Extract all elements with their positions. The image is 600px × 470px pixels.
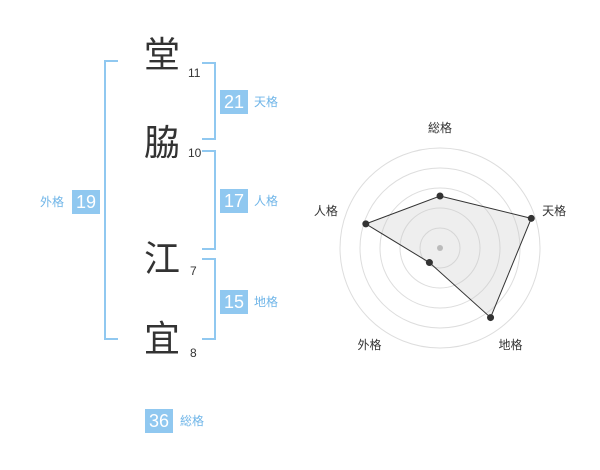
- name-char-3: 江: [143, 239, 180, 280]
- radar-grid: [339, 147, 541, 349]
- radar-axis-label: 総格: [428, 120, 452, 135]
- jinkaku-bracket: [202, 150, 216, 250]
- stroke-count-1: 11: [188, 66, 201, 80]
- name-char-1: 堂: [143, 35, 180, 76]
- stroke-count-4: 8: [190, 346, 197, 360]
- radar-axis-label: 外格: [357, 337, 381, 352]
- radar-axis-label: 地格: [499, 337, 523, 352]
- gaikaku-bracket: [104, 60, 118, 340]
- jinkaku-label: 人格: [254, 194, 279, 208]
- radar-area: [364, 195, 532, 319]
- jinkaku-value: 17: [220, 189, 249, 213]
- chikaku-value: 15: [220, 290, 249, 314]
- chikaku-label: 地格: [254, 295, 279, 309]
- tenkaku-bracket: [202, 62, 216, 140]
- soukaku-label: 総格: [180, 414, 205, 428]
- soukaku-value: 36: [145, 409, 174, 433]
- radar-ring: [379, 187, 501, 309]
- name-char-4: 宜: [143, 319, 180, 360]
- radar-ring: [359, 167, 521, 329]
- radar-ring: [419, 227, 461, 269]
- radar-ring: [399, 207, 481, 289]
- radar-ring: [339, 147, 541, 349]
- radar-center-dot: [437, 245, 443, 251]
- name-char-2: 脇: [143, 123, 180, 164]
- gaikaku-value: 19: [72, 190, 101, 214]
- tenkaku-value: 21: [220, 90, 249, 114]
- radar-point: [362, 220, 370, 228]
- chikaku-bracket: [202, 258, 216, 340]
- radar-point: [436, 192, 444, 200]
- radar-axis-label: 天格: [542, 203, 566, 218]
- stroke-count-2: 10: [188, 146, 202, 160]
- radar-point: [425, 259, 433, 267]
- name-panel: 堂 11 脇 10 江 7 宜 8 21 天格 17 人格 15 地格 外格 1…: [40, 35, 279, 433]
- radar-point: [527, 214, 535, 222]
- tenkaku-label: 天格: [254, 95, 279, 109]
- stroke-count-3: 7: [190, 264, 197, 278]
- radar-axis-label: 人格: [314, 203, 338, 218]
- gaikaku-label: 外格: [40, 195, 65, 209]
- radar-point: [487, 314, 495, 322]
